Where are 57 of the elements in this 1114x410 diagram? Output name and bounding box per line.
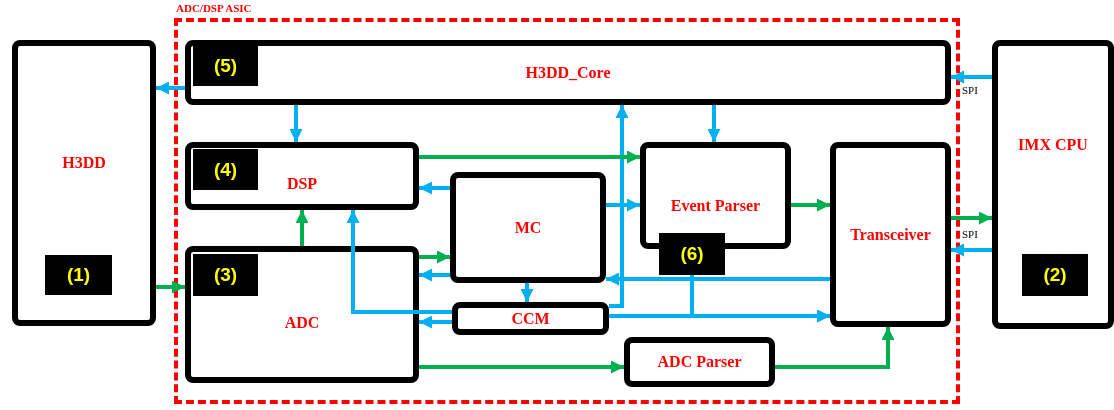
arrow [775,327,895,369]
arrow [295,210,309,246]
edge-label: SPI [961,228,979,240]
block-box [12,40,156,326]
arrow [419,181,450,195]
block-label: MC [514,218,542,237]
edge-label: SPI [961,84,979,96]
arrow [419,250,450,264]
number-badge [193,254,258,296]
arrow [289,105,303,142]
block-label: CCM [511,309,550,328]
block-box [640,142,791,249]
block-label: ADC [284,313,320,332]
callout-number: (1) [66,264,91,286]
arrow [419,150,640,164]
block-box [624,337,775,387]
block-label: H3DD [62,154,106,172]
callout-number: (3) [213,264,238,286]
block-box [450,172,606,283]
block-box [830,142,951,327]
arrow [419,360,624,374]
number-badge [193,45,258,86]
number-badge [1022,254,1088,296]
block-box [452,302,609,335]
arrow [346,210,452,314]
number-badge [193,149,258,190]
arrow [606,198,640,212]
arrow [156,81,185,95]
arrow [951,243,992,257]
callout-number: (6) [680,243,704,265]
block-box [185,142,419,210]
arrow [690,275,830,323]
block-box [185,246,419,383]
block-label: ADC Parser [657,353,742,371]
arrow [419,268,450,282]
callout-number: (2) [1043,264,1067,286]
number-badge [45,255,112,295]
block-label: IMX CPU [1018,135,1088,154]
callout-number: (5) [213,54,238,77]
arrow [791,198,830,212]
arrow [951,211,992,225]
arrow [606,272,830,286]
group-title: ADC/DSP ASIC [176,2,252,14]
arrow [707,105,721,142]
block-label: DSP [286,175,318,193]
arrow [951,70,992,84]
block-label: H3DD_Core [525,63,611,82]
arrow [156,280,185,294]
arrow [609,105,629,308]
arrow [419,315,452,329]
number-badge [659,233,725,275]
callout-number: (4) [213,158,238,181]
block-box [992,40,1114,329]
block-label: Event Parser [670,196,761,215]
block-label: Transceiver [850,225,931,244]
arrow [520,283,534,302]
block-box [185,40,951,105]
